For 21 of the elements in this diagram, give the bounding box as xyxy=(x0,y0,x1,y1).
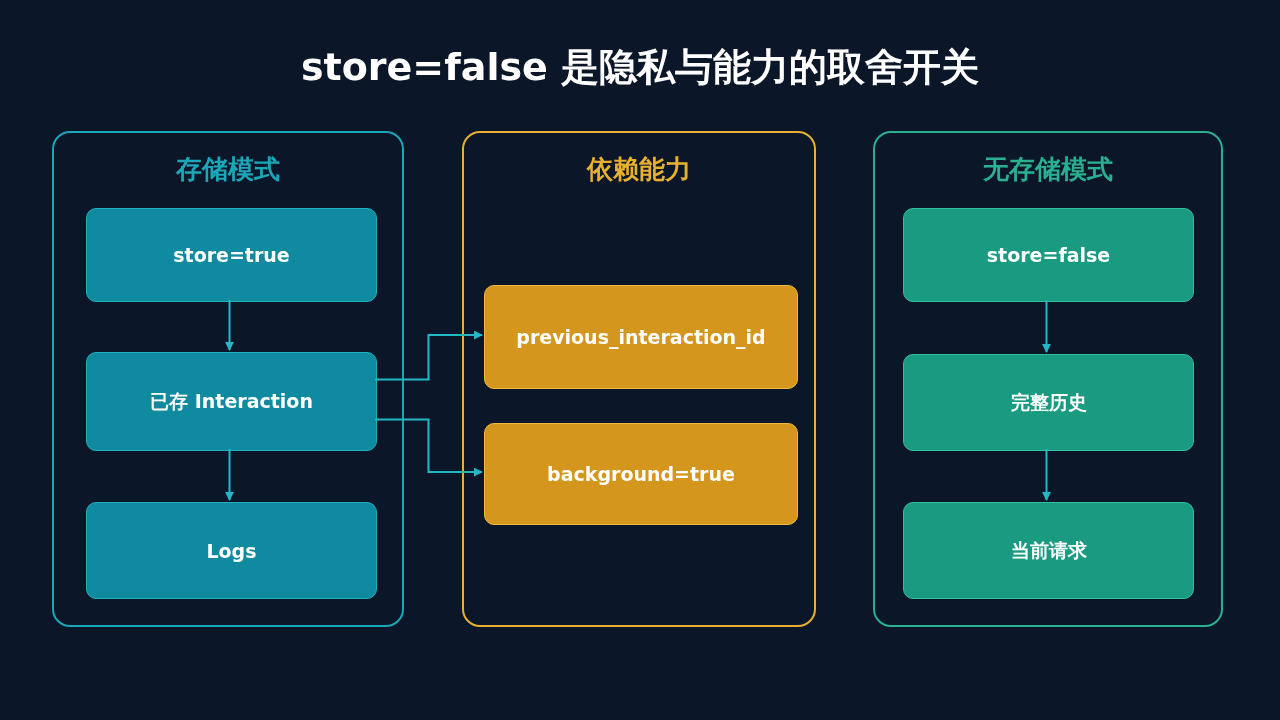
process-box: background=true xyxy=(484,423,798,525)
group-panel xyxy=(52,131,404,627)
arrow xyxy=(374,330,483,381)
process-box: 当前请求 xyxy=(903,502,1194,599)
process-box: store=true xyxy=(86,208,377,302)
process-box: previous_interaction_id xyxy=(484,285,798,389)
title: store=false 是隐私与能力的取舍开关 xyxy=(299,44,981,91)
panel-heading: 存储模式 xyxy=(174,153,281,186)
panel-heading: 依赖能力 xyxy=(585,153,692,186)
group-panel xyxy=(462,131,816,627)
process-box: 已存 Interaction xyxy=(86,352,377,451)
process-box: Logs xyxy=(86,502,377,599)
arrow xyxy=(225,448,234,501)
panel-heading: 无存储模式 xyxy=(982,153,1114,186)
arrow xyxy=(1042,299,1051,353)
process-box: 完整历史 xyxy=(903,354,1194,451)
arrow xyxy=(1042,448,1051,501)
process-box: store=false xyxy=(903,208,1194,302)
group-panel xyxy=(873,131,1223,627)
arrow xyxy=(374,418,483,477)
arrow xyxy=(225,299,234,351)
